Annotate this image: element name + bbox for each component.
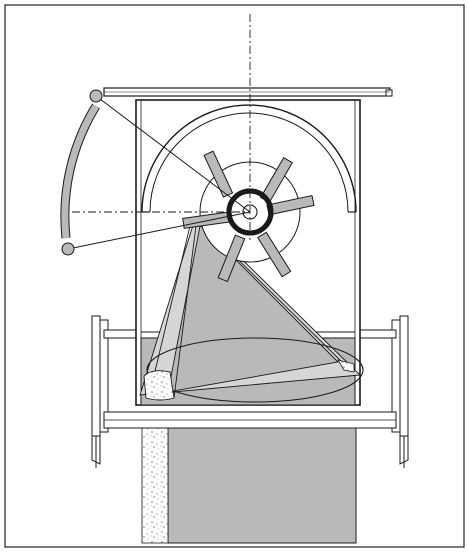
left-bracket-outer [91, 315, 101, 437]
blade-5 [217, 234, 246, 283]
pivot-upper [89, 89, 103, 103]
pivot-lower [61, 242, 75, 256]
drum-inner [149, 112, 349, 213]
top-plate-end [385, 89, 393, 97]
left-foot [91, 436, 101, 468]
swing-arc-fill [61, 104, 99, 239]
outer-frame [4, 4, 465, 548]
spray-ellipse [146, 337, 364, 403]
right-bracket-outer [399, 315, 409, 437]
blade-6 [257, 231, 292, 278]
spray-line-2 [173, 225, 197, 399]
spray-line-1 [149, 225, 191, 393]
right-foot [399, 436, 409, 468]
lower-column [167, 427, 357, 544]
angle-line-lower [67, 211, 251, 250]
impeller-blades [182, 150, 315, 283]
drum-outer [141, 104, 357, 213]
angle-line-upper [95, 95, 251, 213]
speckle-pile-right [337, 359, 355, 373]
blade-1 [266, 194, 315, 216]
speckle-pile-left [143, 370, 175, 401]
speckle-strip-lower [141, 427, 169, 544]
